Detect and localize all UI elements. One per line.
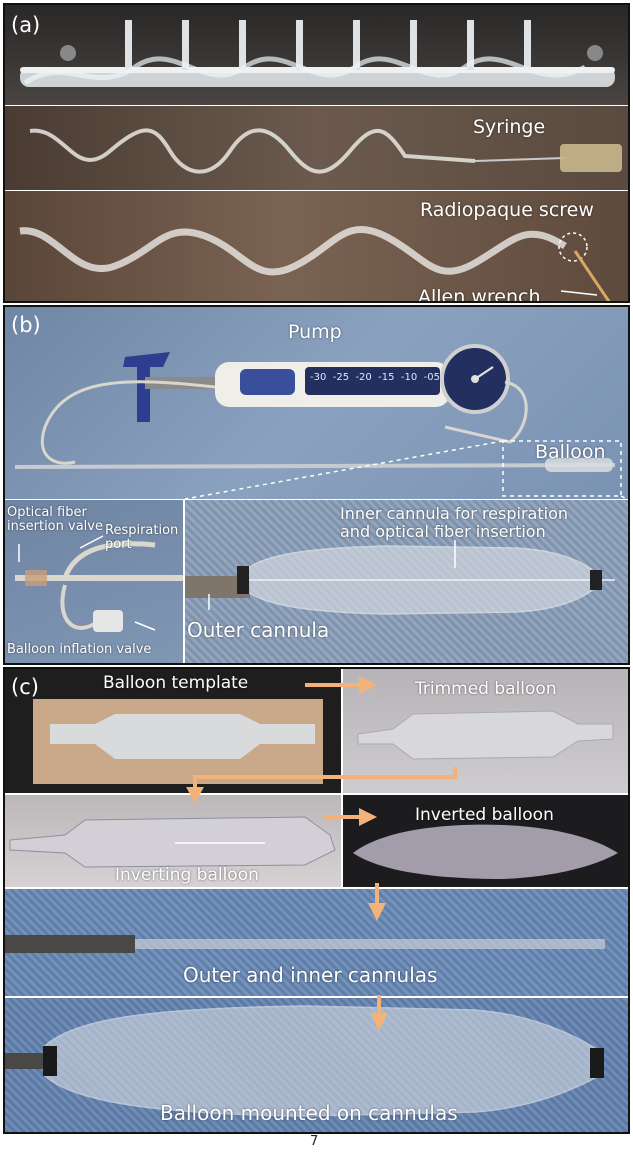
balloon-mounted-illustration [5,1005,604,1117]
label-syringe: Syringe [473,116,546,138]
page-number: 7 [310,1134,319,1149]
label-balloon-template: Balloon template [103,673,249,693]
label-pump: Pump [288,321,342,343]
scale-tick: -15 [378,372,395,383]
label-inner-cannula-line2: and optical fiber insertion [340,522,546,541]
inverting-balloon-illustration [9,816,336,868]
label-respiration-port-line1: Respiration [105,523,179,538]
process-arrows [186,676,457,1031]
pump-scale: -30 -25 -20 -15 -10 -05 [310,372,440,383]
photo-inverted-balloon: Inverted balloon [343,795,628,887]
label-optical-fiber-valve-line1: Optical fiber [7,505,87,520]
scale-tick: -30 [310,372,327,383]
label-balloon-inflation-valve: Balloon inflation valve [7,642,152,657]
photo-inverting-balloon: Inverting balloon [5,795,341,887]
photo-valves-inset: Optical fiber insertion valve Respiratio… [5,500,185,663]
photo-balloon-template: (c) Balloon template [5,669,341,793]
photo-balloon-closeup: Inner cannula for respiration and optica… [185,500,628,663]
label-trimmed-balloon: Trimmed balloon [415,679,557,699]
photo-rod-with-pins: (a) [5,5,628,105]
label-radiopaque-screw: Radiopaque screw [420,199,594,221]
photo-trimmed-balloon: Trimmed balloon [343,669,628,793]
label-optical-fiber-valve-line2: insertion valve [7,519,103,534]
photo-cannulas: Outer and inner cannulas [5,889,628,996]
arrow-down-icon [186,787,204,803]
label-balloon-mounted: Balloon mounted on cannulas [160,1101,458,1125]
template-illustration [33,699,323,784]
trimmed-balloon-illustration [357,710,614,760]
scale-tick: -05 [423,372,440,383]
arrow-right-icon [359,808,377,826]
pump-illustration [14,344,628,499]
balloon-closeup-illustration [185,540,615,615]
label-respiration-port-line2: port [105,537,132,552]
scale-tick: -25 [332,372,350,383]
coil-syringe-illustration [29,128,622,174]
photo-pump: -30 -25 -20 -15 -10 -05 (b) Pump Balloon [5,307,628,499]
panel-letter-b: (b) [11,313,41,337]
panel-b: -30 -25 -20 -15 -10 -05 (b) Pump Balloon… [3,305,630,665]
arrow-down-icon [370,1013,388,1031]
panel-letter-c: (c) [11,675,39,699]
label-inverted-balloon: Inverted balloon [415,805,554,825]
panel-c: (c) Balloon template Trimmed balloon Inv… [3,667,630,1134]
screw-coil-illustration [19,225,611,301]
label-inverting-balloon: Inverting balloon [115,865,259,885]
photo-coil-syringe: Syringe [5,106,628,190]
scale-tick: -20 [355,372,372,383]
label-balloon: Balloon [535,441,606,463]
panel-letter-a: (a) [11,13,41,37]
label-outer-inner-cannulas: Outer and inner cannulas [183,963,438,987]
panel-a: (a) Syringe Radiopaque screw Allen wrenc… [3,3,630,303]
photo-balloon-mounted: Balloon mounted on cannulas [5,998,628,1132]
valves-illustration [15,535,183,632]
label-allen-wrench: Allen wrench [418,286,541,302]
label-inner-cannula-line1: Inner cannula for respiration [340,504,568,523]
inverted-balloon-illustration [353,824,618,879]
label-outer-cannula: Outer cannula [187,618,330,642]
photo-radiopaque-screw: Radiopaque screw Allen wrench [5,191,628,301]
arrow-down-icon [368,903,386,921]
rod-illustration [20,20,615,87]
cannulas-illustration [5,935,605,953]
arrow-right-icon [359,676,377,694]
scale-tick: -10 [400,372,418,383]
